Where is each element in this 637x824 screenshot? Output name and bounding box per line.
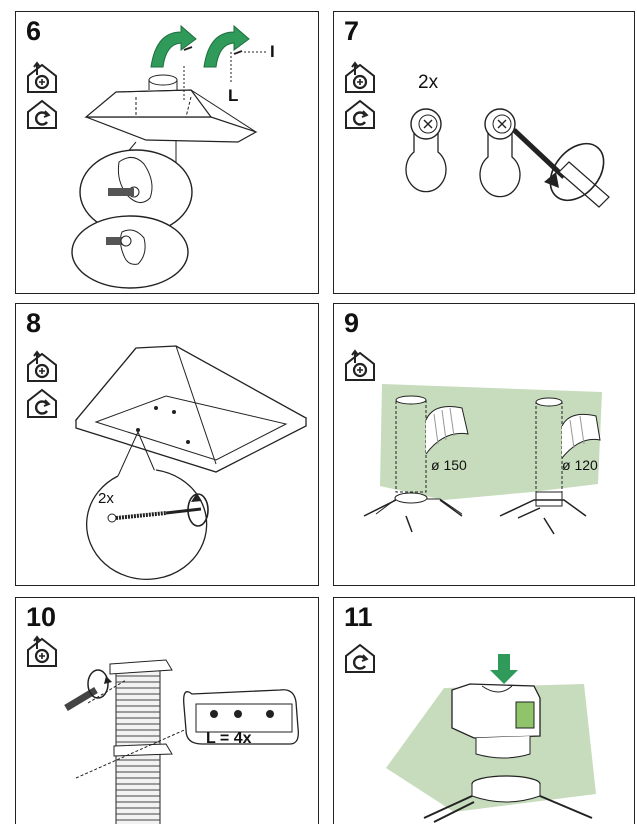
flexible-duct-bracket-illustration — [64, 659, 299, 824]
quantity-label: 2x — [418, 72, 439, 93]
step-number: 8 — [26, 308, 42, 338]
house-exhaust-icon — [345, 349, 375, 381]
label-i: I — [270, 42, 275, 61]
arrow-down-icon — [490, 654, 518, 684]
house-exhaust-icon — [27, 635, 57, 667]
step-11-panel: 11 — [333, 597, 635, 824]
step-number: 7 — [344, 16, 360, 46]
step-number: 11 — [344, 602, 373, 632]
arrow-up-icon — [203, 24, 250, 68]
quantity-label: 2x — [98, 490, 114, 507]
keyhole-screw-illustration — [405, 108, 610, 208]
label-l: L — [228, 86, 239, 105]
house-recirculation-icon — [27, 388, 57, 418]
hood-illustration — [71, 24, 266, 289]
step-9-panel: 9 ø 150 ø 120 — [333, 303, 635, 586]
house-recirculation-icon — [345, 643, 375, 673]
diameter-150-label: ø 150 — [431, 457, 467, 473]
step-number: 6 — [26, 16, 42, 46]
step-number: 9 — [344, 308, 360, 338]
quantity-length-label: L = 4x — [206, 730, 252, 747]
duct-diameter-illustration — [363, 384, 602, 535]
step-6-panel: 6 I L — [15, 11, 319, 294]
house-exhaust-icon — [345, 61, 375, 93]
step-10-panel: 10 L = 4x — [15, 597, 319, 824]
house-exhaust-icon — [27, 350, 57, 382]
house-exhaust-icon — [27, 61, 57, 93]
arrow-up-icon — [150, 24, 197, 68]
step-number: 10 — [26, 602, 57, 632]
house-recirculation-icon — [345, 99, 375, 129]
step-8-panel: 8 2x — [15, 303, 319, 586]
house-recirculation-icon — [27, 99, 57, 129]
diameter-120-label: ø 120 — [562, 457, 598, 473]
carbon-filter-illustration — [386, 654, 596, 823]
step-7-panel: 7 2x — [333, 11, 635, 294]
hood-bottom-illustration — [74, 345, 308, 580]
